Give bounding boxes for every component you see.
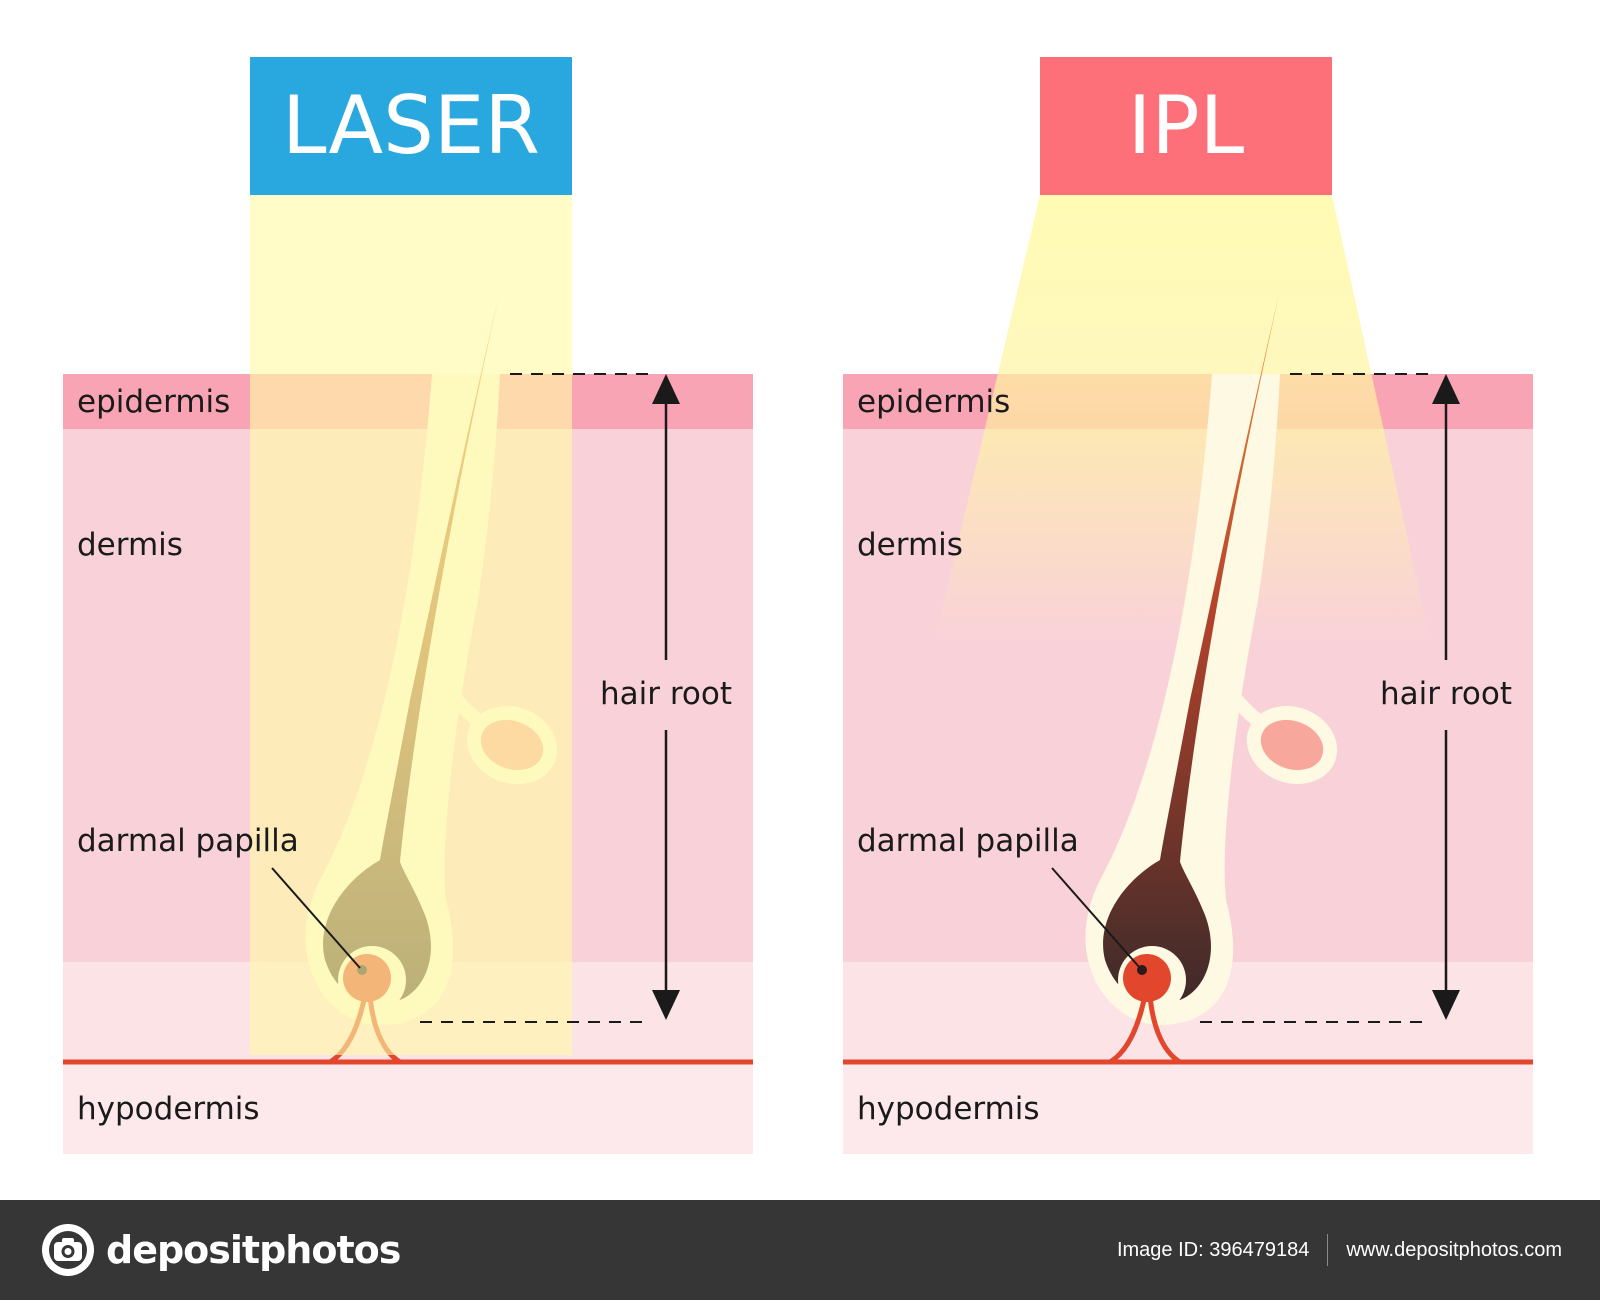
ipl-capillary xyxy=(1108,994,1182,1065)
laser-label-papilla: darmal papilla xyxy=(77,823,299,859)
laser-title-box xyxy=(250,57,572,195)
ipl-beam xyxy=(935,195,1430,640)
laser-beam xyxy=(250,195,572,1055)
laser-title: LASER xyxy=(282,79,540,172)
footer-bar: depositphotos Image ID: 396479184 www.de… xyxy=(0,1200,1600,1300)
camera-logo-icon xyxy=(42,1224,94,1276)
ipl-label-papilla: darmal papilla xyxy=(857,823,1079,859)
ipl-panel: IPL epidermis dermis darmal papilla hypo… xyxy=(843,57,1533,1154)
ipl-papilla-pointer xyxy=(1051,867,1141,969)
laser-label-dermis: dermis xyxy=(77,527,183,563)
brand-name: depositphotos xyxy=(106,1228,401,1272)
laser-label-hair-root: hair root xyxy=(600,676,732,712)
website-link[interactable]: www.depositphotos.com xyxy=(1346,1238,1562,1261)
ipl-gland xyxy=(1260,719,1324,771)
ipl-label-hypodermis: hypodermis xyxy=(857,1091,1040,1127)
laser-root-arrow-up-head xyxy=(652,374,680,404)
ipl-hypodermis-layer xyxy=(843,1062,1533,1154)
ipl-dermal-papilla xyxy=(1123,954,1171,1002)
footer-separator xyxy=(1327,1234,1329,1266)
ipl-root-arrow-up-head xyxy=(1432,374,1460,404)
laser-papilla-pointer xyxy=(271,867,361,969)
ipl-hair-shaft xyxy=(1103,290,1280,1000)
laser-panel: LASER epidermis dermis darmal papilla hy… xyxy=(63,57,753,1154)
brand[interactable]: depositphotos xyxy=(40,1222,401,1278)
ipl-label-hair-root: hair root xyxy=(1380,676,1512,712)
laser-hypodermis-layer xyxy=(63,1062,753,1154)
ipl-label-dermis: dermis xyxy=(857,527,963,563)
ipl-root-arrow-down-head xyxy=(1432,990,1460,1020)
ipl-label-epidermis: epidermis xyxy=(857,384,1010,420)
footer-info: Image ID: 396479184 www.depositphotos.co… xyxy=(1117,1234,1562,1266)
ipl-follicle-sheath xyxy=(1085,374,1280,1025)
image-id: Image ID: 396479184 xyxy=(1116,1238,1310,1261)
laser-label-hypodermis: hypodermis xyxy=(77,1091,260,1127)
ipl-title-box xyxy=(1040,57,1332,195)
laser-label-epidermis: epidermis xyxy=(77,384,230,420)
hair-removal-diagram: LASER epidermis dermis darmal papilla hy… xyxy=(63,57,1533,1154)
laser-root-arrow-down-head xyxy=(652,990,680,1020)
ipl-title: IPL xyxy=(1128,79,1245,172)
diagram-stage: LASER epidermis dermis darmal papilla hy… xyxy=(63,57,1533,1154)
